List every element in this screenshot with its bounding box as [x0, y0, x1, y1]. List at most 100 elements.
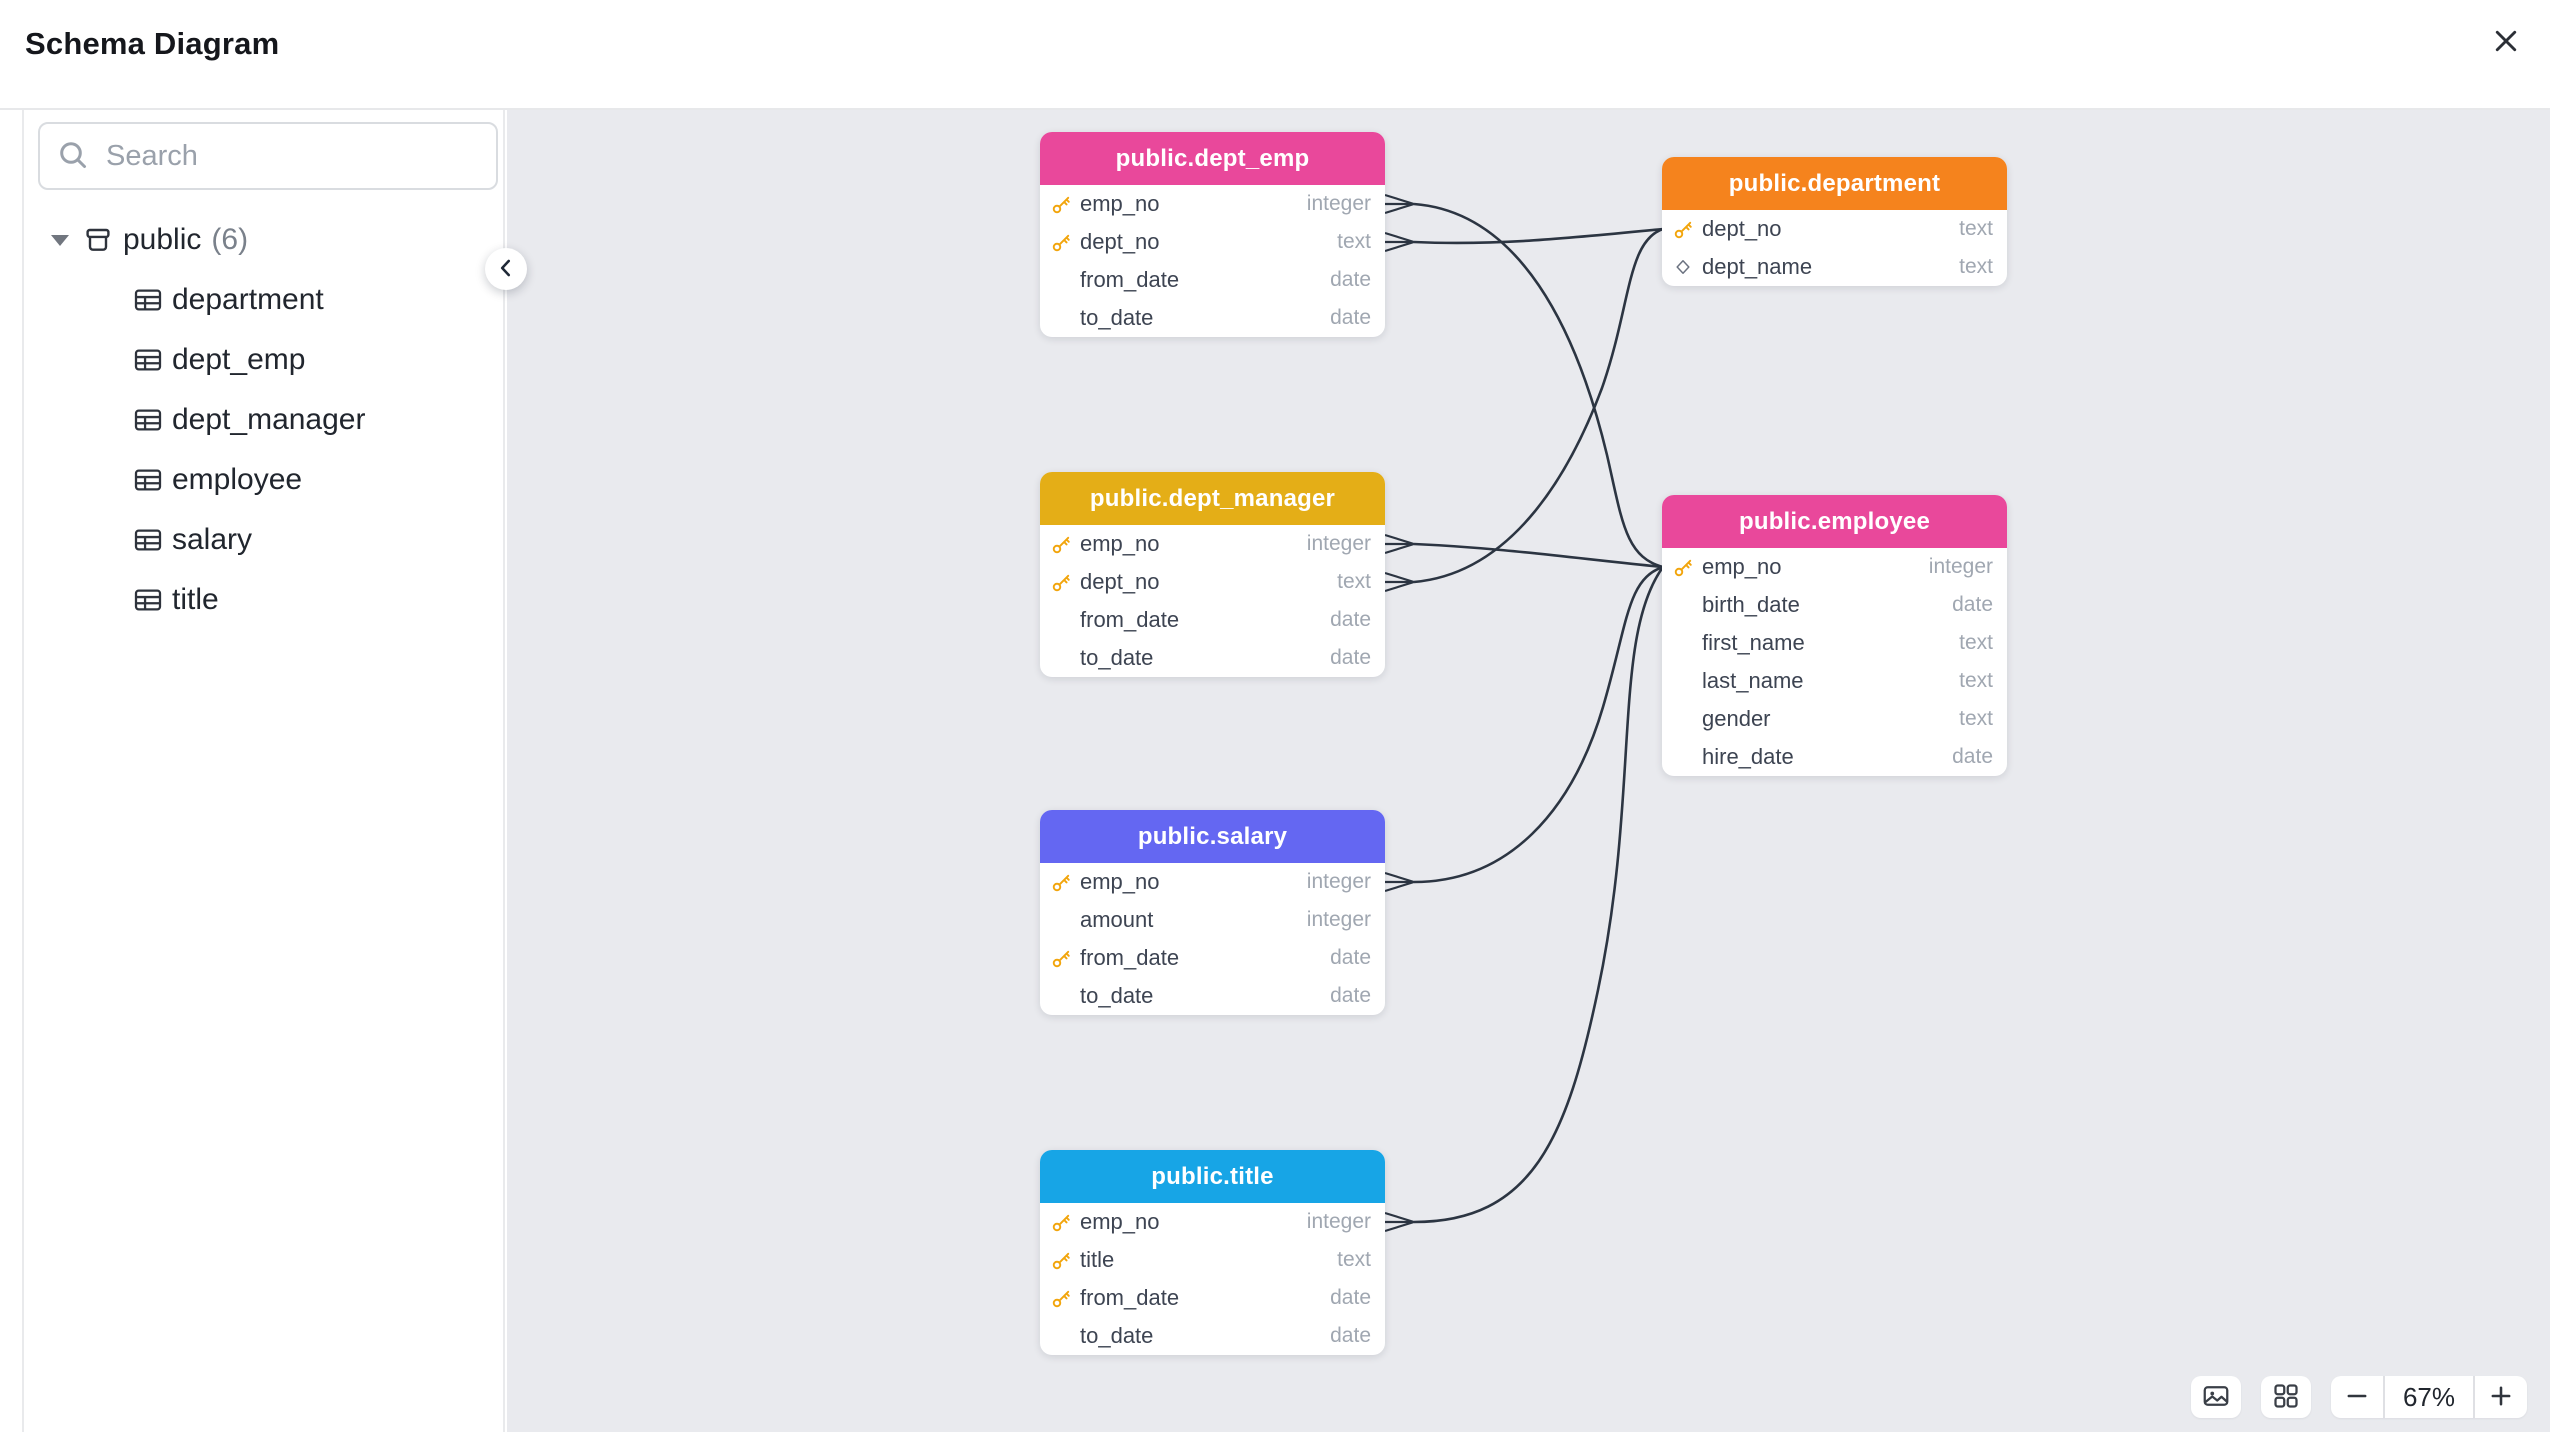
no-icon — [1671, 593, 1695, 617]
no-icon — [1049, 608, 1073, 632]
schema-table-count: (6) — [211, 223, 249, 256]
primary-key-icon — [1671, 217, 1695, 241]
diagram-table-column: emp_no integer — [1040, 525, 1385, 563]
crow-foot-dept_emp.dept_no — [1384, 231, 1415, 253]
diagram-table-column: hire_date date — [1662, 738, 2007, 776]
canvas-toolbar: 67% — [2191, 1376, 2527, 1418]
sidebar-item-employee[interactable]: employee — [24, 450, 503, 510]
no-icon — [1049, 646, 1073, 670]
diagram-canvas[interactable]: public.dept_emp emp_no integer dept_no t… — [507, 110, 2550, 1432]
no-icon — [1671, 669, 1695, 693]
diagram-table-column: from_date date — [1040, 261, 1385, 299]
diagram-table-column: to_date date — [1040, 299, 1385, 337]
edge-dept_emp.dept_no-department.dept_no — [1413, 227, 1664, 245]
schema-icon — [82, 224, 114, 256]
diagram-table-column: last_name text — [1662, 662, 2007, 700]
table-card-department[interactable]: public.department dept_no text dept_name… — [1662, 157, 2007, 286]
image-icon — [2201, 1381, 2231, 1414]
grid-layout-icon — [2271, 1381, 2301, 1414]
diagram-table-column: dept_no text — [1040, 223, 1385, 261]
table-card-dept_emp[interactable]: public.dept_emp emp_no integer dept_no t… — [1040, 132, 1385, 337]
export-image-button[interactable] — [2191, 1376, 2241, 1418]
diagram-table-column: birth_date date — [1662, 586, 2007, 624]
schema-label: public — [123, 223, 202, 256]
table-icon — [132, 344, 164, 376]
zoom-out-button[interactable] — [2331, 1376, 2383, 1418]
auto-layout-button[interactable] — [2261, 1376, 2311, 1418]
sidebar: public(6) department dept_emp d — [22, 110, 505, 1432]
diagram-table-column: from_date date — [1040, 601, 1385, 639]
diagram-table-column: title text — [1040, 1241, 1385, 1279]
no-icon — [1049, 984, 1073, 1008]
diagram-table-column: emp_no integer — [1040, 1203, 1385, 1241]
sidebar-item-salary[interactable]: salary — [24, 510, 503, 570]
search-input[interactable] — [106, 139, 497, 173]
diagram-table-column: to_date date — [1040, 977, 1385, 1015]
sidebar-table-list: department dept_emp dept_manager employe… — [24, 270, 503, 630]
page-title: Schema Diagram — [25, 26, 280, 61]
plus-icon — [2487, 1382, 2515, 1413]
table-icon — [132, 404, 164, 436]
sidebar-item-dept_manager[interactable]: dept_manager — [24, 390, 503, 450]
table-card-dept_manager[interactable]: public.dept_manager emp_no integer dept_… — [1040, 472, 1385, 677]
zoom-control: 67% — [2331, 1376, 2527, 1418]
diagram-table-header: public.department — [1662, 157, 2007, 210]
table-card-title[interactable]: public.title emp_no integer title text f… — [1040, 1150, 1385, 1355]
diagram-table-column: emp_no integer — [1040, 185, 1385, 223]
diagram-table-header: public.employee — [1662, 495, 2007, 548]
diagram-table-column: dept_no text — [1662, 210, 2007, 248]
sidebar-item-title[interactable]: title — [24, 570, 503, 630]
minus-icon — [2343, 1382, 2371, 1413]
table-icon — [132, 284, 164, 316]
no-icon — [1049, 908, 1073, 932]
caret-down-icon[interactable] — [50, 230, 70, 250]
crow-foot-dept_manager.emp_no — [1384, 533, 1415, 555]
primary-key-icon — [1049, 532, 1073, 556]
primary-key-icon — [1049, 946, 1073, 970]
table-card-employee[interactable]: public.employee emp_no integer birth_dat… — [1662, 495, 2007, 776]
diagram-table-column: dept_name text — [1662, 248, 2007, 286]
primary-key-icon — [1049, 192, 1073, 216]
diagram-table-column: from_date date — [1040, 1279, 1385, 1317]
unique-icon — [1671, 255, 1695, 279]
table-icon — [132, 584, 164, 616]
zoom-in-button[interactable] — [2475, 1376, 2527, 1418]
crow-foot-dept_emp.emp_no — [1384, 193, 1415, 215]
edge-dept_manager.emp_no-employee.emp_no — [1413, 542, 1664, 569]
edge-dept_manager.dept_no-department.dept_no — [1413, 227, 1664, 584]
table-card-salary[interactable]: public.salary emp_no integer amount inte… — [1040, 810, 1385, 1015]
diagram-table-column: emp_no integer — [1662, 548, 2007, 586]
tree-node-public[interactable]: public (6) — [24, 210, 503, 270]
no-icon — [1671, 745, 1695, 769]
sidebar-item-dept_emp[interactable]: dept_emp — [24, 330, 503, 390]
edge-title.emp_no-employee.emp_no — [1413, 566, 1665, 1224]
diagram-table-column: amount integer — [1040, 901, 1385, 939]
close-icon — [2491, 26, 2521, 59]
no-icon — [1671, 707, 1695, 731]
close-button[interactable] — [2480, 16, 2532, 68]
diagram-table-header: public.dept_emp — [1040, 132, 1385, 185]
titlebar: Schema Diagram — [0, 0, 2550, 110]
primary-key-icon — [1049, 1286, 1073, 1310]
chevron-left-icon — [493, 255, 519, 284]
schema-tree: public(6) department dept_emp d — [24, 210, 503, 630]
diagram-table-column: to_date date — [1040, 1317, 1385, 1355]
crow-foot-salary.emp_no — [1384, 871, 1415, 893]
primary-key-icon — [1049, 870, 1073, 894]
zoom-level: 67% — [2385, 1376, 2473, 1418]
edge-dept_emp.emp_no-employee.emp_no — [1413, 202, 1664, 569]
no-icon — [1671, 631, 1695, 655]
table-icon — [132, 464, 164, 496]
diagram-table-column: from_date date — [1040, 939, 1385, 977]
diagram-table-column: first_name text — [1662, 624, 2007, 662]
diagram-table-header: public.salary — [1040, 810, 1385, 863]
crow-foot-title.emp_no — [1384, 1211, 1415, 1233]
no-icon — [1049, 306, 1073, 330]
sidebar-collapse-button[interactable] — [485, 248, 527, 290]
no-icon — [1049, 268, 1073, 292]
sidebar-item-department[interactable]: department — [24, 270, 503, 330]
crow-foot-dept_manager.dept_no — [1384, 571, 1415, 593]
diagram-table-column: emp_no integer — [1040, 863, 1385, 901]
no-icon — [1049, 1324, 1073, 1348]
